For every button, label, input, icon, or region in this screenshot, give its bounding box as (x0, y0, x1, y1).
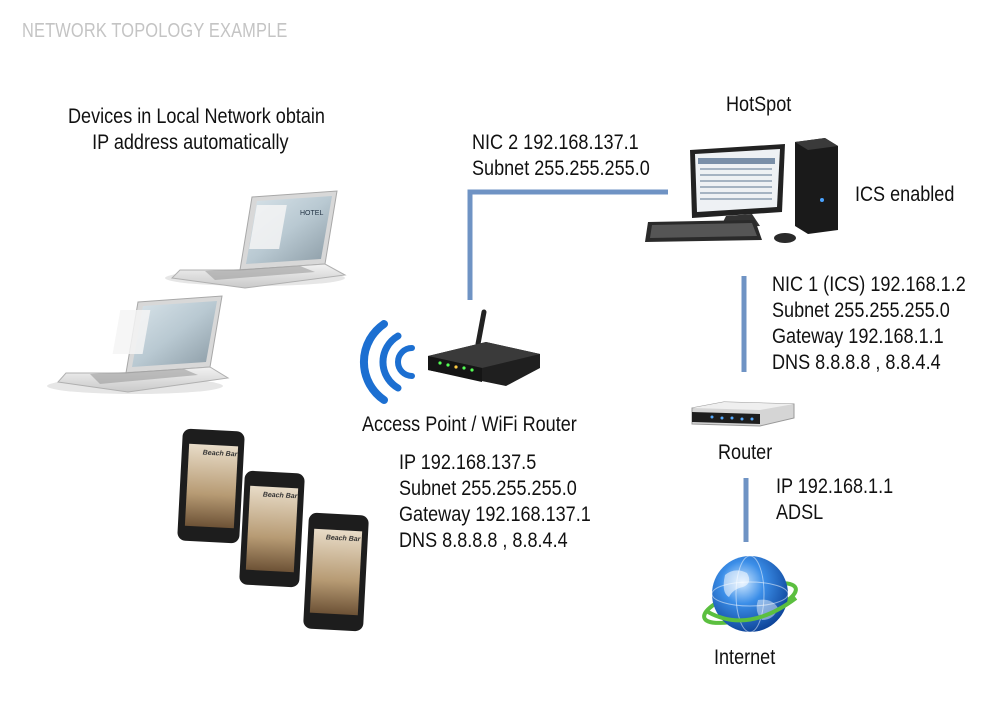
internet-label: Internet (714, 646, 776, 669)
svg-text:Beach Bar: Beach Bar (203, 450, 239, 459)
nic2-subnet: Subnet 255.255.255.0 (472, 157, 650, 180)
access-point-icon (428, 309, 540, 386)
router-label: Router (718, 441, 773, 464)
nic1-dns: DNS 8.8.8.8 , 8.8.4.4 (772, 351, 941, 374)
smartphone-icon: Beach Bar (177, 428, 245, 544)
nic1-ip: NIC 1 (ICS) 192.168.1.2 (772, 273, 966, 296)
smartphone-icon: Beach Bar (303, 512, 369, 632)
local-devices-caption-line2: IP address automatically (92, 131, 289, 154)
nic2-info: NIC 2 192.168.137.1 Subnet 255.255.255.0 (472, 130, 650, 182)
laptop-icon (47, 295, 230, 394)
access-point-subnet: Subnet 255.255.255.0 (399, 477, 577, 500)
access-point-gateway: Gateway 192.168.137.1 (399, 503, 591, 526)
nic2-ip: NIC 2 192.168.137.1 (472, 131, 639, 154)
access-point-ip: IP 192.168.137.5 (399, 451, 537, 474)
router-icon (691, 401, 795, 427)
link-ap-to-hotspot (467, 189, 668, 300)
local-devices-caption-line1: Devices in Local Network obtain (68, 105, 325, 128)
router-link-type: ADSL (776, 501, 824, 524)
wifi-signal-icon (359, 320, 415, 404)
svg-text:Beach Bar: Beach Bar (263, 491, 299, 500)
page-title: NETWORK TOPOLOGY EXAMPLE (22, 20, 288, 42)
access-point-dns: DNS 8.8.8.8 , 8.8.4.4 (399, 529, 568, 552)
ics-status: ICS enabled (855, 183, 955, 206)
smartphone-icon: Beach Bar (239, 470, 305, 588)
desktop-computer-icon (645, 138, 838, 243)
nic1-info: NIC 1 (ICS) 192.168.1.2 Subnet 255.255.2… (772, 272, 966, 376)
router-info: IP 192.168.1.1 ADSL (776, 474, 893, 526)
svg-text:Beach Bar: Beach Bar (326, 534, 362, 543)
svg-text:HOTEL: HOTEL (300, 210, 323, 217)
hotspot-label: HotSpot (726, 93, 792, 116)
router-ip: IP 192.168.1.1 (776, 475, 894, 498)
nic1-subnet: Subnet 255.255.255.0 (772, 299, 950, 322)
laptop-icon: HOTEL (165, 190, 347, 289)
access-point-info: IP 192.168.137.5 Subnet 255.255.255.0 Ga… (399, 450, 591, 554)
local-devices-caption: Devices in Local Network obtain IP addre… (68, 104, 325, 156)
globe-icon (702, 555, 798, 633)
access-point-label: Access Point / WiFi Router (362, 413, 577, 436)
nic1-gateway: Gateway 192.168.1.1 (772, 325, 944, 348)
